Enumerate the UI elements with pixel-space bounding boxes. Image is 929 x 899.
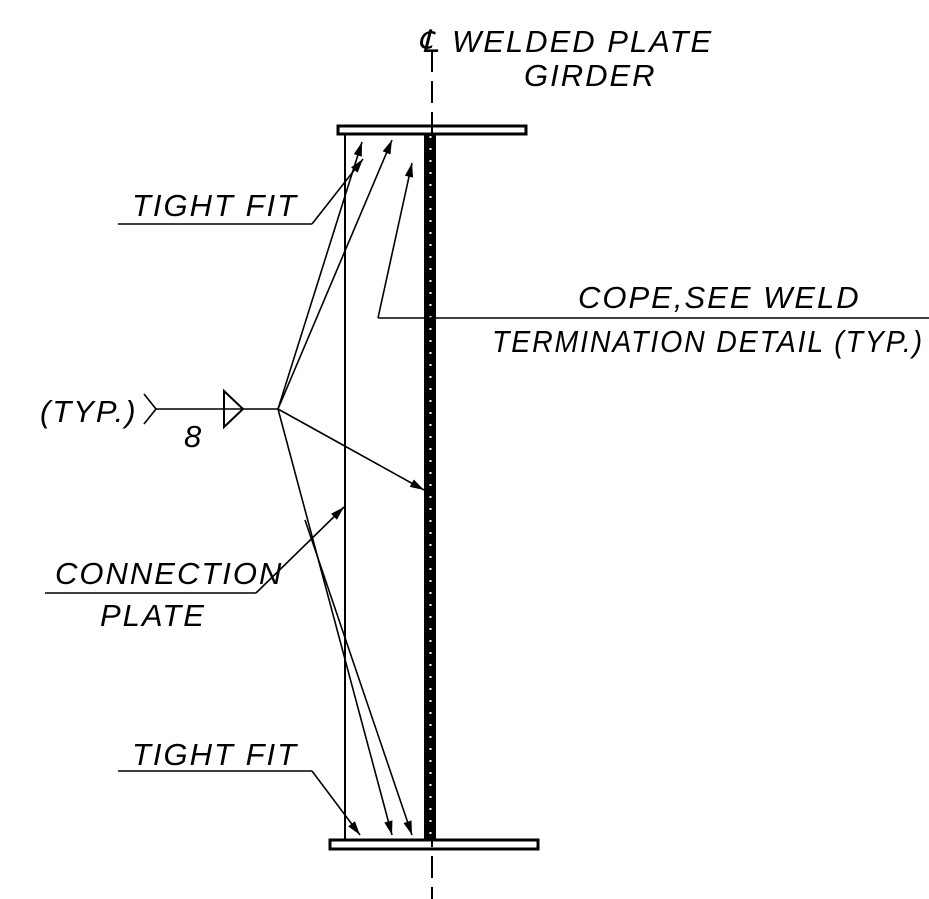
tight-fit-top-label: TIGHT FIT: [132, 188, 298, 223]
weld-arrow-bottom-left: [277, 408, 393, 836]
weld-arrow-bottom-right: [304, 519, 413, 836]
weld-arrow-web: [277, 408, 425, 491]
tight-fit-top-leader: [311, 158, 364, 225]
connection-plate-label-line2: PLATE: [100, 598, 206, 633]
weld-tail-icon: [143, 393, 158, 425]
girder-title-line1: WELDED PLATE: [452, 24, 713, 59]
cope-leader: [377, 162, 414, 319]
connection-plate: [344, 133, 426, 841]
tight-fit-bottom-label: TIGHT FIT: [132, 737, 298, 772]
girder-web: [425, 134, 436, 840]
connection-plate-label-line1: CONNECTION: [55, 556, 283, 591]
weld-arrow-top-left: [277, 141, 363, 410]
weld-arrow-top-right: [277, 139, 393, 410]
weld-tail-label: (TYP.): [40, 394, 138, 429]
cope-label-line1: COPE,SEE WELD: [578, 280, 861, 315]
cope-label-line2: TERMINATION DETAIL (TYP.): [492, 324, 924, 359]
bottom-flange: [328, 838, 540, 851]
connection-plate-leader: [255, 506, 345, 594]
girder-title-line2: GIRDER: [524, 58, 657, 93]
weld-size-label: 8: [184, 419, 203, 454]
fillet-weld-icon: [223, 388, 245, 430]
centerline-symbol: ℄: [418, 24, 440, 59]
tight-fit-bottom-leader: [311, 770, 361, 836]
